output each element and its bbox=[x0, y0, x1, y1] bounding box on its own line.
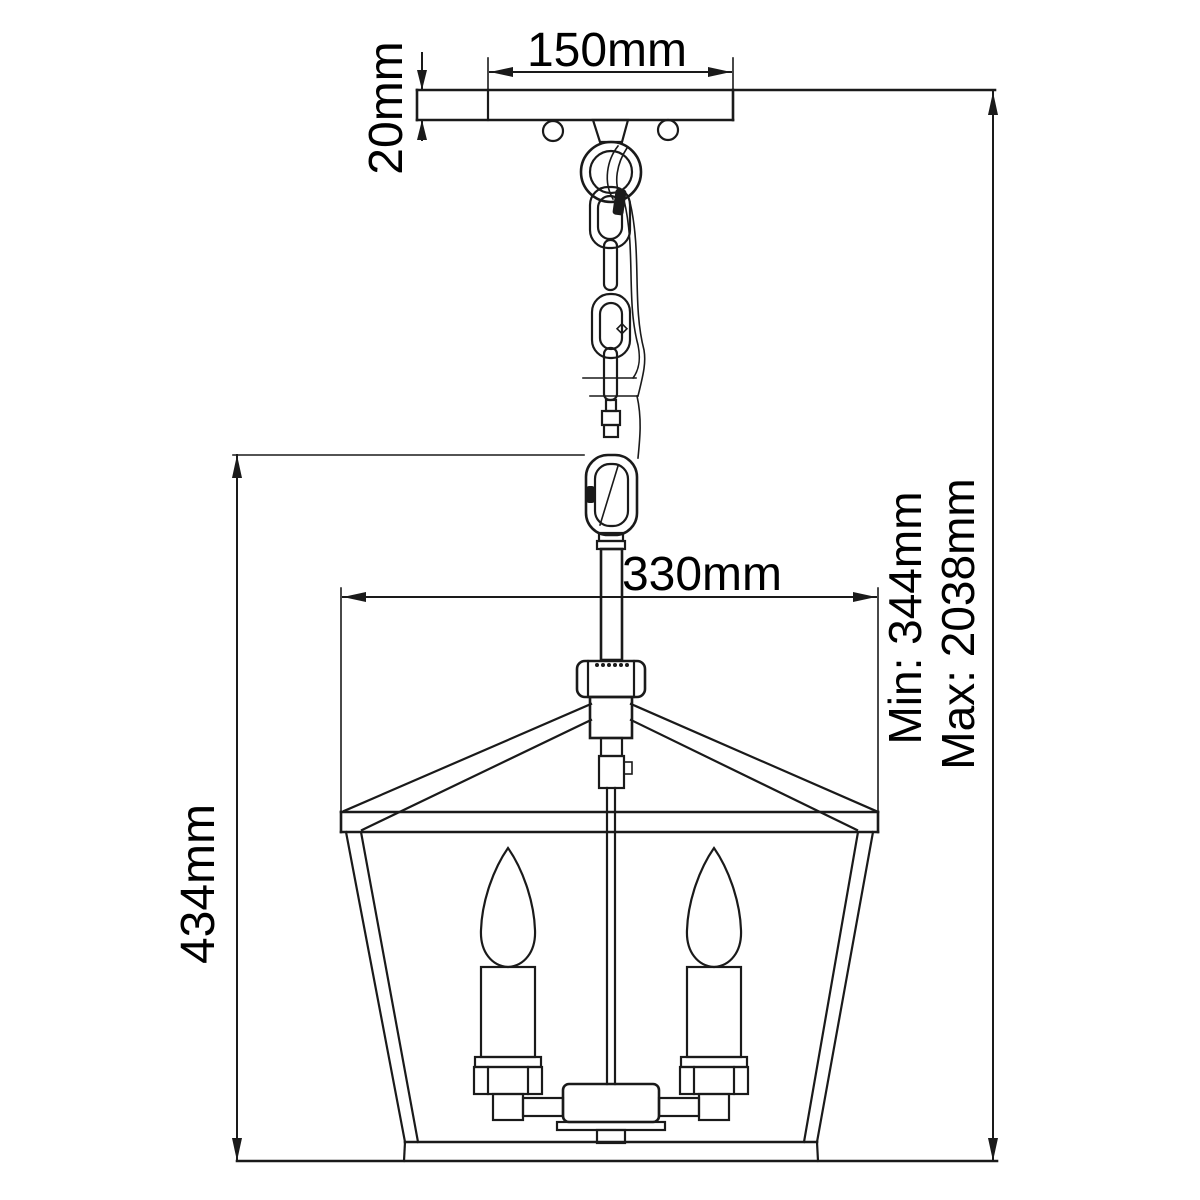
stem-rod bbox=[599, 547, 624, 662]
dim-canopy-depth-label: 20mm bbox=[360, 41, 413, 174]
socket-switch bbox=[597, 754, 633, 790]
candle-right bbox=[657, 846, 750, 1122]
rod-assembly bbox=[575, 531, 647, 1086]
candle-left-cap bbox=[473, 1055, 543, 1069]
candle-left-base bbox=[491, 1092, 525, 1122]
chain-edge-link-1 bbox=[602, 238, 619, 292]
cord-connector bbox=[600, 398, 622, 439]
dim-shade-width: 330mm bbox=[340, 548, 879, 812]
finial bbox=[595, 1128, 627, 1145]
cord bbox=[623, 199, 641, 380]
mounting-screw-right bbox=[656, 118, 680, 142]
chain-edge-link-2 bbox=[602, 346, 619, 402]
candle-left-body bbox=[479, 965, 537, 1059]
stem-block bbox=[588, 695, 634, 740]
mounting-screw-left bbox=[541, 119, 565, 143]
dim-min-height-label: Min: 344mm bbox=[879, 491, 931, 744]
ceiling-canopy bbox=[415, 88, 997, 144]
dim-canopy-width: 150mm bbox=[487, 24, 734, 91]
candle-left-flame bbox=[479, 846, 537, 969]
candle-right-cap bbox=[679, 1055, 749, 1069]
roof-strut-right bbox=[629, 702, 878, 813]
quick-link bbox=[584, 453, 639, 537]
candle-right-socket bbox=[678, 1065, 750, 1096]
dim-shade-width-label: 330mm bbox=[622, 548, 782, 601]
chain-link-mark bbox=[612, 188, 627, 216]
hanging-ring bbox=[579, 140, 643, 204]
arm-right bbox=[657, 1096, 701, 1118]
dim-max-height-label: Max: 2038mm bbox=[932, 478, 984, 769]
chain bbox=[582, 185, 646, 459]
candle-left bbox=[472, 846, 565, 1122]
roof-strut-left bbox=[342, 702, 593, 813]
canopy-collar bbox=[591, 118, 630, 144]
wall-left bbox=[344, 830, 407, 1144]
chain-link-1 bbox=[588, 185, 632, 250]
chain-link-2 bbox=[590, 292, 632, 360]
candle-right-body bbox=[685, 965, 743, 1059]
dim-fixture-height-label: 434mm bbox=[172, 804, 225, 964]
dim-fixture-height: 434mm bbox=[172, 454, 585, 1162]
candle-left-socket bbox=[472, 1065, 544, 1096]
stem-segment bbox=[599, 736, 624, 758]
dim-canopy-depth: 20mm bbox=[360, 41, 427, 175]
center-hub bbox=[555, 1082, 667, 1145]
dim-drop-height: Min: 344mm Max: 2038mm bbox=[879, 91, 998, 1162]
candle-right-flame bbox=[685, 846, 743, 969]
candle-right-base bbox=[697, 1092, 731, 1122]
quick-link-gate bbox=[586, 486, 595, 503]
lantern-body bbox=[235, 810, 999, 1163]
dim-canopy-width-label: 150mm bbox=[527, 24, 687, 77]
knurled-collar bbox=[575, 659, 647, 699]
chain-link-detail bbox=[615, 322, 629, 335]
wall-right bbox=[815, 830, 875, 1144]
hub-body bbox=[561, 1082, 661, 1124]
arm-left bbox=[521, 1096, 565, 1118]
